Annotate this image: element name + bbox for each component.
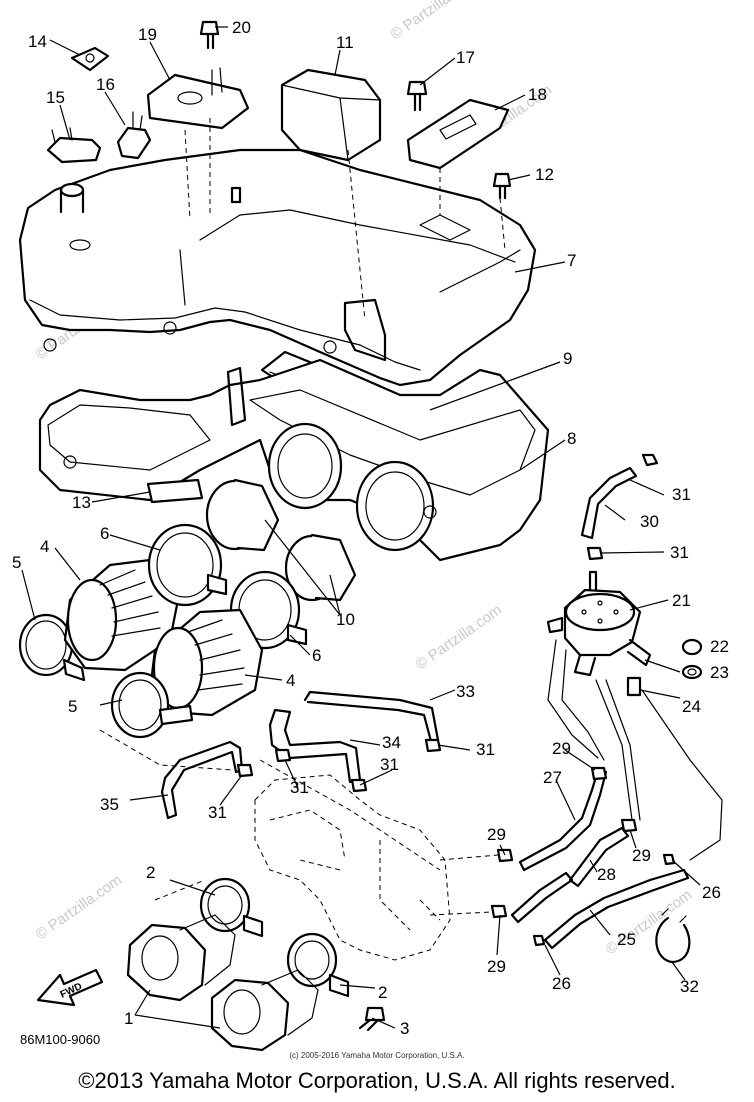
callout-31-left: 31	[208, 803, 227, 822]
callout-5-lower: 5	[68, 697, 77, 716]
part-23-washer	[681, 664, 703, 680]
part-12-screw	[492, 172, 512, 200]
callout-19: 19	[138, 25, 157, 44]
watermark: © Partzilla.com	[413, 601, 506, 673]
part-18-bracket	[406, 98, 510, 170]
callout-29-b: 29	[487, 825, 506, 844]
callout-22: 22	[710, 637, 729, 656]
part-16-clip	[116, 111, 152, 160]
callout-2-lower: 2	[378, 983, 387, 1002]
callout-31-top: 31	[672, 485, 691, 504]
hose-25	[543, 868, 690, 950]
callout-31-right: 31	[476, 740, 495, 759]
part-20-bolt	[199, 20, 220, 50]
fwd-arrow: FWD	[36, 968, 104, 1007]
copyright-notice: ©2013 Yamaha Motor Corporation, U.S.A. A…	[78, 1068, 676, 1093]
callout-13: 13	[72, 493, 91, 512]
callout-24: 24	[682, 697, 701, 716]
part-10-joint-lower	[284, 533, 357, 602]
part-2-clamp-upper	[199, 877, 264, 938]
callout-21: 21	[672, 591, 691, 610]
hose-34	[268, 708, 362, 784]
callout-29-c: 29	[632, 846, 651, 865]
document-code: 86M100-9060	[20, 1032, 101, 1047]
callout-3: 3	[400, 1019, 409, 1038]
callout-5-upper: 5	[12, 553, 21, 572]
callout-6-upper: 6	[100, 524, 109, 543]
part-29-clips	[490, 766, 638, 919]
callout-26-left: 26	[552, 974, 571, 993]
part-5-clamp-upper	[18, 613, 86, 682]
part-15-clip	[46, 127, 102, 164]
callout-2-upper: 2	[146, 863, 155, 882]
part-3-screw	[358, 1006, 386, 1032]
part-2-clamp-lower	[286, 932, 350, 998]
part-22-nut	[681, 638, 703, 656]
callout-15: 15	[46, 88, 65, 107]
callout-32: 32	[680, 977, 699, 996]
callout-28: 28	[597, 865, 616, 884]
callout-34: 34	[382, 733, 401, 752]
leader-lines	[21, 26, 701, 1029]
air-filter-case	[38, 358, 550, 562]
callout-33: 33	[456, 682, 475, 701]
part-14-clamp	[70, 46, 110, 72]
callout-6-lower: 6	[312, 646, 321, 665]
callout-29-a: 29	[552, 739, 571, 758]
callout-labels: 14 19 20 11 17 15 16 18 12 7 9 8 31 13 3…	[12, 18, 729, 1038]
part-1-joint-upper	[126, 914, 236, 1002]
small-copyright: (c) 2005-2016 Yamaha Motor Corporation, …	[289, 1051, 465, 1060]
hose-28	[568, 826, 630, 888]
hose-27	[518, 768, 608, 872]
callout-10: 10	[336, 610, 355, 629]
callout-9: 9	[563, 349, 572, 368]
callout-8: 8	[567, 429, 576, 448]
callout-4-upper: 4	[40, 537, 49, 556]
callout-7: 7	[567, 251, 576, 270]
hose-lower-left	[510, 871, 574, 924]
part-17-bolt	[406, 80, 428, 112]
hose-pump-lines	[547, 639, 723, 861]
watermark: © Partzilla.com	[33, 871, 126, 943]
carburetor-phantom	[254, 774, 451, 961]
part-4-joint-lower	[148, 608, 264, 717]
callout-27: 27	[543, 768, 562, 787]
part-5-clamp-lower	[110, 671, 194, 739]
part-26-clips	[532, 853, 676, 947]
callout-30: 30	[640, 512, 659, 531]
part-11-cover	[280, 68, 382, 162]
part-31-clips	[236, 453, 659, 793]
callout-35: 35	[100, 795, 119, 814]
callout-17: 17	[456, 48, 475, 67]
part-1-joint-lower	[210, 969, 319, 1052]
air-filter-cap	[18, 148, 537, 387]
callout-25: 25	[617, 930, 636, 949]
callout-11: 11	[336, 33, 354, 52]
callout-1: 1	[124, 1009, 133, 1028]
callout-31-mid: 31	[670, 543, 689, 562]
part-32-hose-clamp	[655, 908, 691, 964]
part-10-joint-upper	[205, 478, 280, 552]
callout-4-lower: 4	[286, 671, 295, 690]
callout-12: 12	[535, 165, 554, 184]
callout-31-center: 31	[380, 755, 399, 774]
callout-14: 14	[28, 32, 47, 51]
hose-35	[160, 740, 244, 820]
callout-31-carb: 31	[290, 778, 309, 797]
callout-16: 16	[96, 75, 115, 94]
callout-18: 18	[528, 85, 547, 104]
callout-26-right: 26	[702, 883, 721, 902]
part-6-clamp-upper	[147, 523, 228, 607]
watermark: © Partzilla.com	[388, 0, 481, 43]
part-21-fuel-pump	[546, 570, 652, 677]
hose-30	[580, 466, 638, 540]
callout-20: 20	[232, 18, 251, 37]
part-4-joint-upper	[63, 558, 180, 672]
part-24-collar	[626, 676, 642, 697]
hose-33	[303, 690, 440, 747]
part-19-bracket	[146, 67, 250, 130]
callout-29-d: 29	[487, 957, 506, 976]
callout-23: 23	[710, 663, 729, 682]
